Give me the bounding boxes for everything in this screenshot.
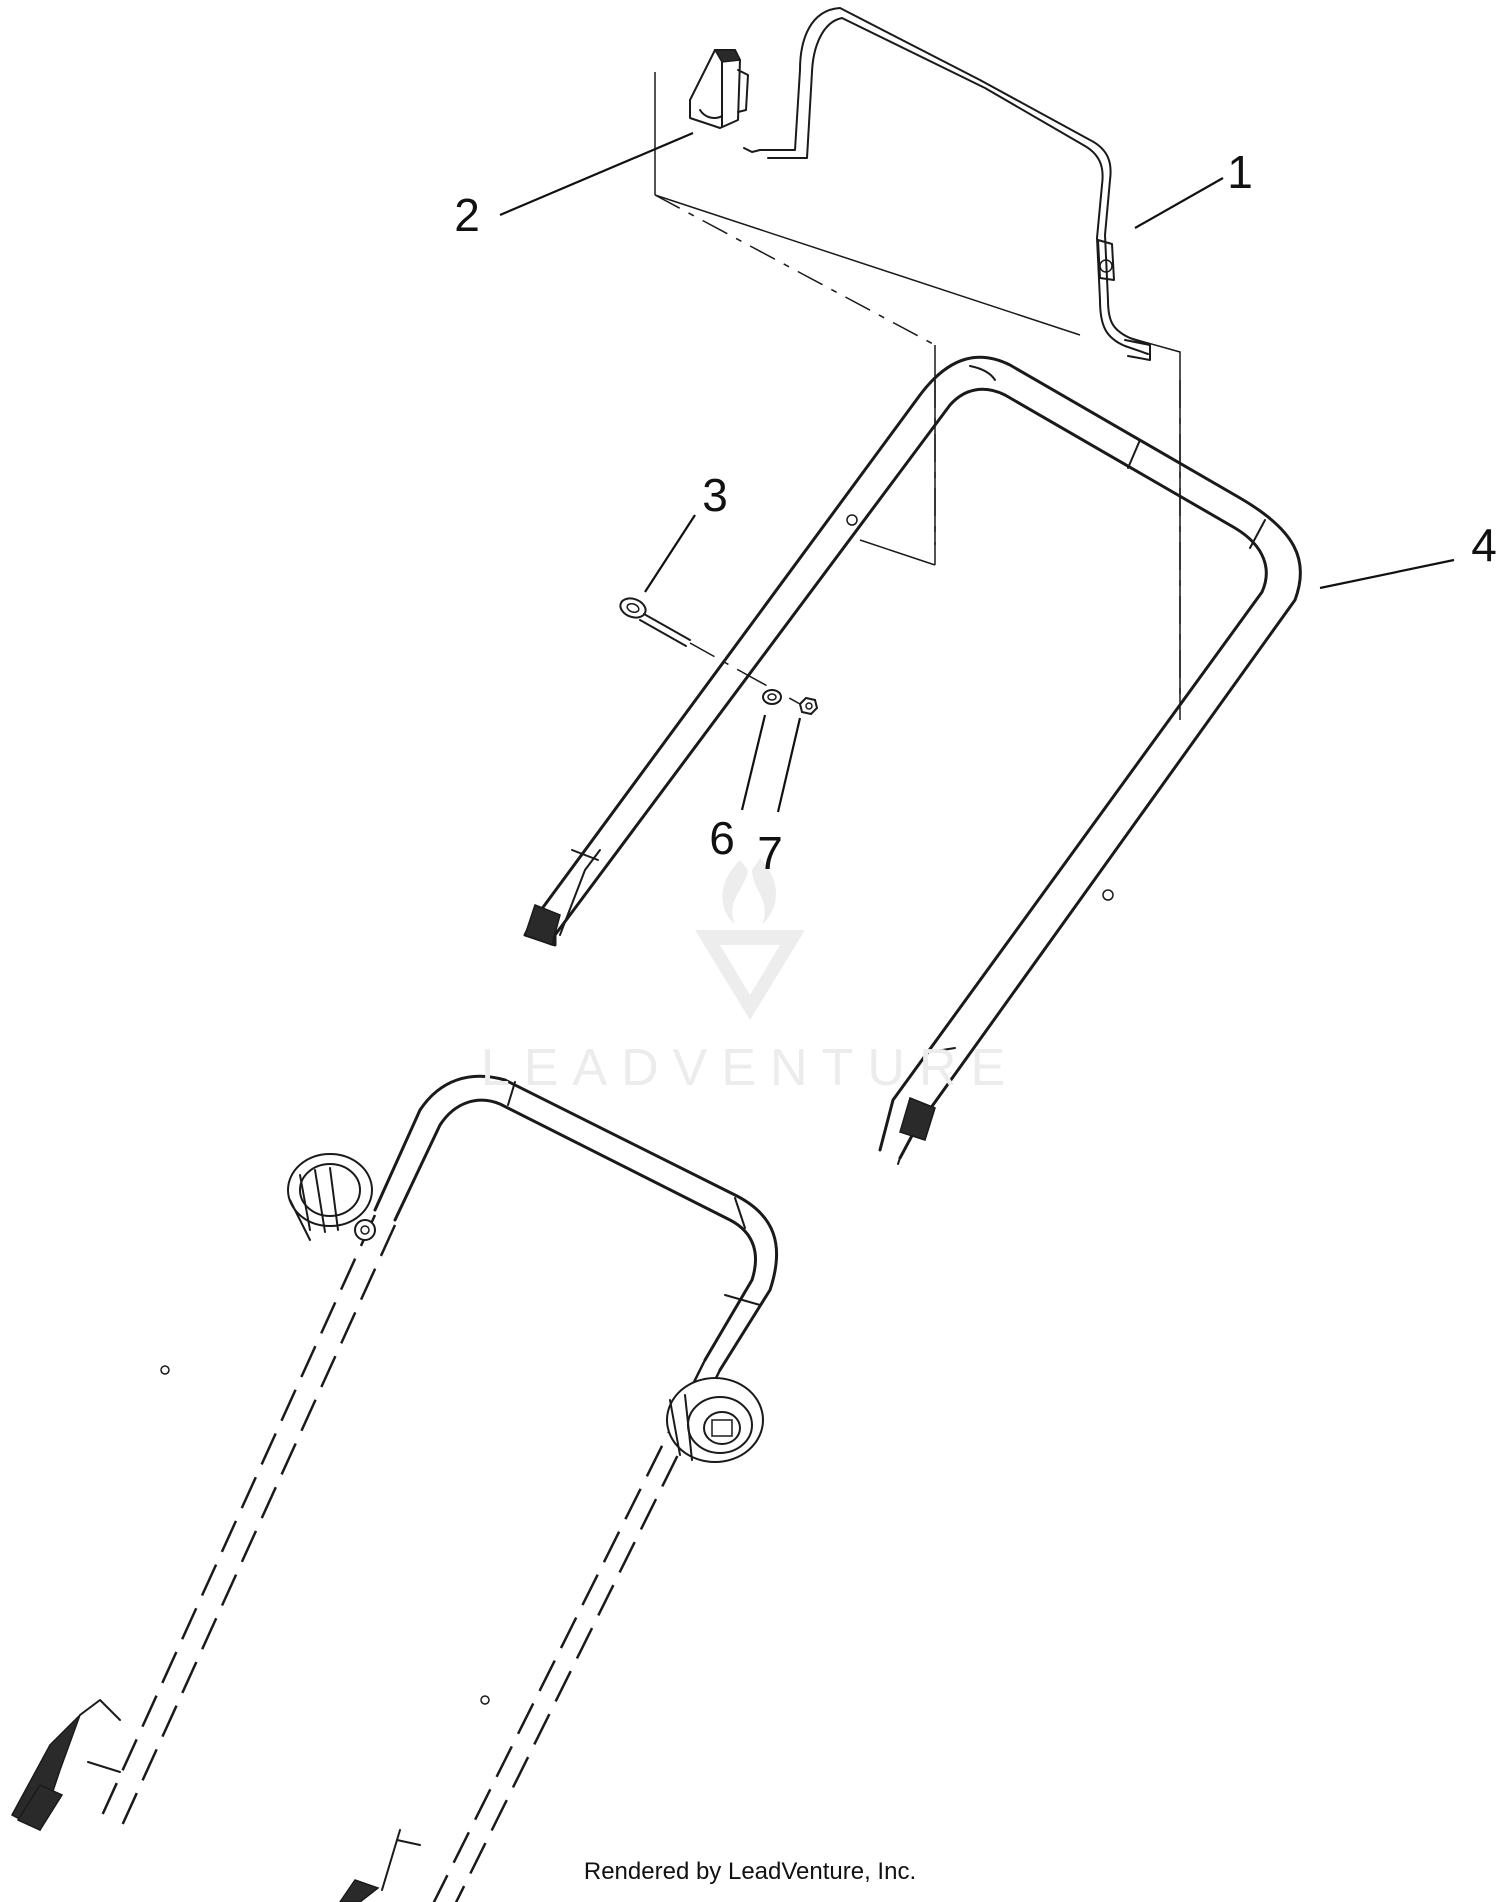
render-credit: Rendered by LeadVenture, Inc. [583, 1858, 917, 1885]
leadventure-logo-icon [695, 858, 805, 1020]
part-3-eyebolt [619, 597, 743, 673]
callout-7: 7 [757, 827, 783, 879]
construction-lines [654, 72, 1181, 720]
lower-handle [10, 1074, 778, 1902]
part-2-bracket [689, 49, 749, 129]
callout-3: 3 [702, 469, 728, 521]
part-6-washer [762, 689, 782, 705]
callout-2: 2 [454, 189, 480, 241]
handle-knob-left [287, 1153, 376, 1241]
callout-6: 6 [709, 812, 735, 864]
handle-knob-right [666, 1377, 764, 1463]
part-1-control-bail [743, 7, 1151, 361]
watermark-text: LEADVENTURE [480, 1039, 1020, 1097]
part-7-nut [741, 671, 819, 716]
leader-lines [499, 131, 1455, 813]
part-4-upper-handle [523, 355, 1302, 1165]
callout-1: 1 [1227, 146, 1253, 198]
callout-4: 4 [1471, 519, 1497, 571]
